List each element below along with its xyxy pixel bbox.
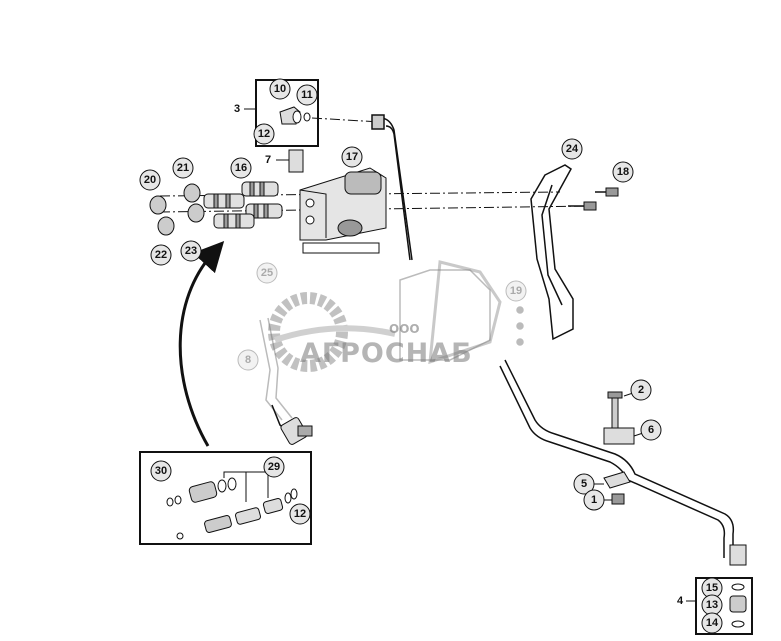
callout-18: 18 [617,166,629,178]
callout-4: 4 [677,595,684,607]
callout-7: 7 [265,154,271,166]
callout-13: 13 [706,599,718,611]
bracket-24 [530,164,612,341]
callout-23: 23 [185,245,197,257]
detail-arrow [178,240,225,447]
callout-5: 5 [581,478,587,490]
detail-box-top [244,79,319,147]
callout-29: 29 [268,461,280,473]
callout-19: 19 [510,285,522,297]
callout-21: 21 [177,162,189,174]
callout-labels: 10 11 12 3 7 16 17 21 20 22 23 24 18 19 … [144,83,719,629]
clamp-6 [603,391,647,445]
callout-2: 2 [638,384,644,396]
callout-12-top: 12 [258,128,270,140]
callout-15: 15 [706,582,718,594]
callout-20: 20 [144,174,156,186]
fitting-7 [276,149,304,173]
callout-25: 25 [261,267,273,279]
pipe-top [371,114,413,261]
pipe-right [499,359,735,558]
watermark-brand: АГРОСНАБ [300,338,473,369]
detail-box-bottom-left [139,451,312,545]
callouts [139,78,723,634]
valve-block-17 [299,167,387,254]
callout-14: 14 [706,617,719,629]
callout-22: 22 [155,249,167,261]
callout-16: 16 [235,162,247,174]
bolt-18 [583,187,619,211]
callout-3: 3 [234,103,240,115]
callout-10: 10 [274,83,286,95]
pipe-end-fitting [729,544,747,566]
watermark-logo [268,260,502,372]
callout-8: 8 [245,354,251,366]
callout-12-detail: 12 [294,508,306,520]
callout-17: 17 [346,151,358,163]
callout-11: 11 [301,89,313,101]
coupler-cluster [149,181,283,236]
callout-30: 30 [155,465,167,477]
elbow-fitting [271,404,313,445]
detail-box-bottom-right [686,577,753,635]
callout-6: 6 [648,424,654,436]
callout-24: 24 [566,143,579,155]
clamp-5 [593,471,631,505]
callout-1: 1 [591,494,597,506]
watermark-prefix: ООО [389,322,420,336]
